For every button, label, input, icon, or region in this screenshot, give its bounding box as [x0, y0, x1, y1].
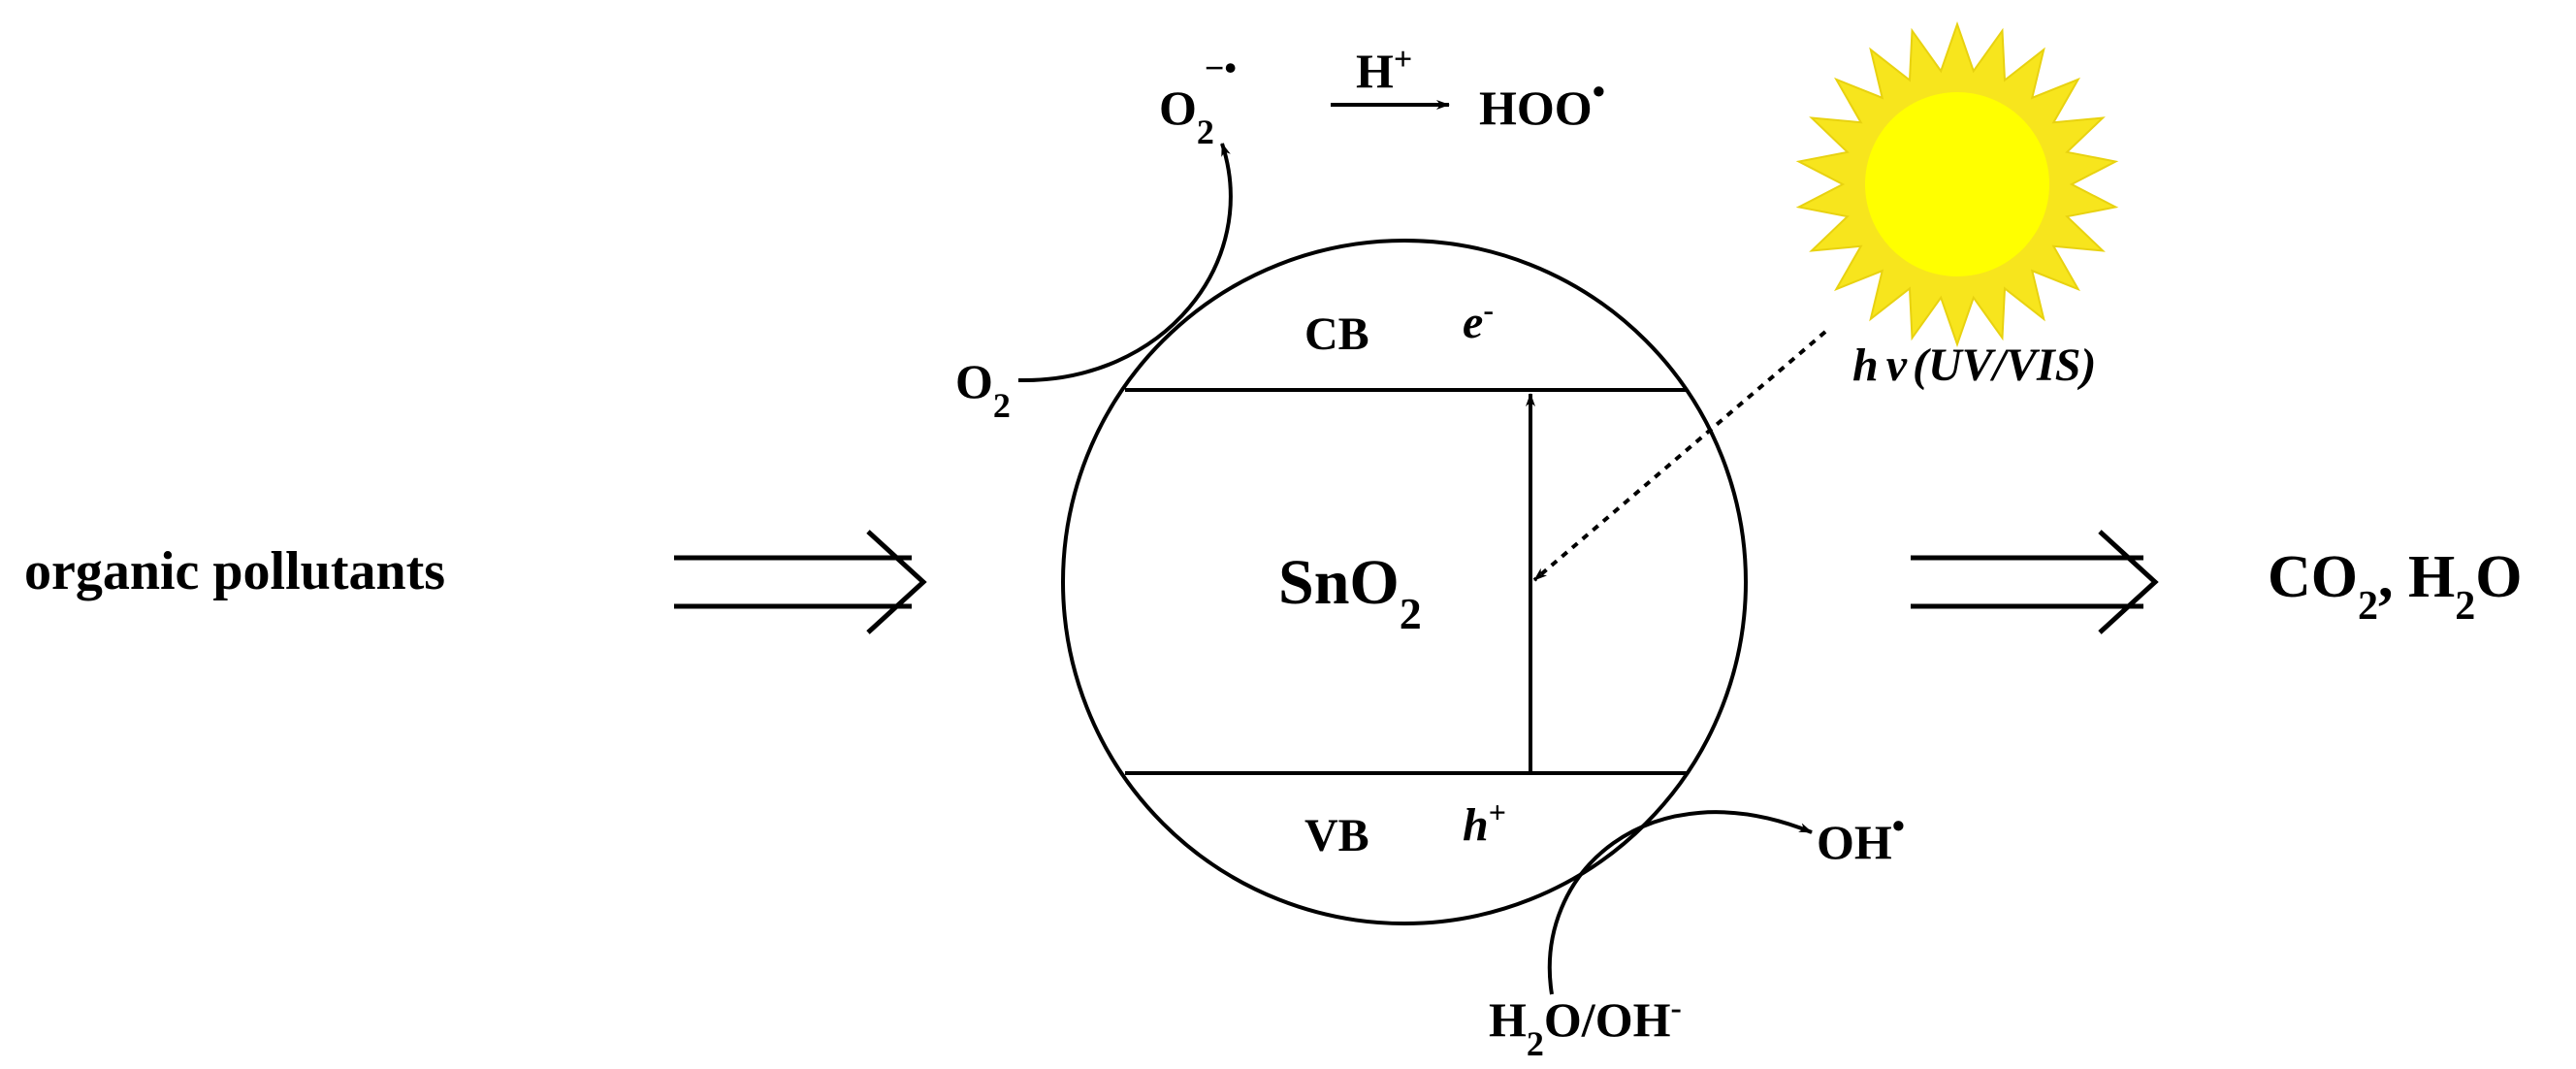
oxidation-curve-arrow [1547, 810, 1813, 995]
hydroperoxyl-label: HOO• [1479, 72, 1605, 135]
products-label: CO2, H2O [2268, 544, 2522, 629]
electron-label: e- [1463, 292, 1494, 348]
hole-label: h+ [1463, 794, 1506, 851]
conduction-band-label: CB [1304, 308, 1369, 360]
light-arrow [1532, 330, 1827, 582]
semiconductor-label: SnO2 [1278, 547, 1422, 638]
particle-circle [1061, 239, 1748, 925]
proton-label: H+ [1356, 42, 1412, 99]
hydroxyl-radical-label: OH• [1817, 806, 1905, 869]
water-hydroxide-label: H2O/OH- [1489, 990, 1682, 1064]
reduction-curve-arrow [1017, 143, 1233, 383]
oxygen-label: O2 [955, 354, 1011, 425]
input-label: organic pollutants [24, 541, 445, 601]
superoxide-label: O2−• [1159, 49, 1237, 151]
valence-band-label: VB [1304, 810, 1369, 861]
output-double-arrow [1911, 530, 2159, 634]
sun-core [1865, 92, 2049, 276]
sun-icon [1795, 20, 2119, 348]
input-double-arrow [674, 530, 927, 634]
